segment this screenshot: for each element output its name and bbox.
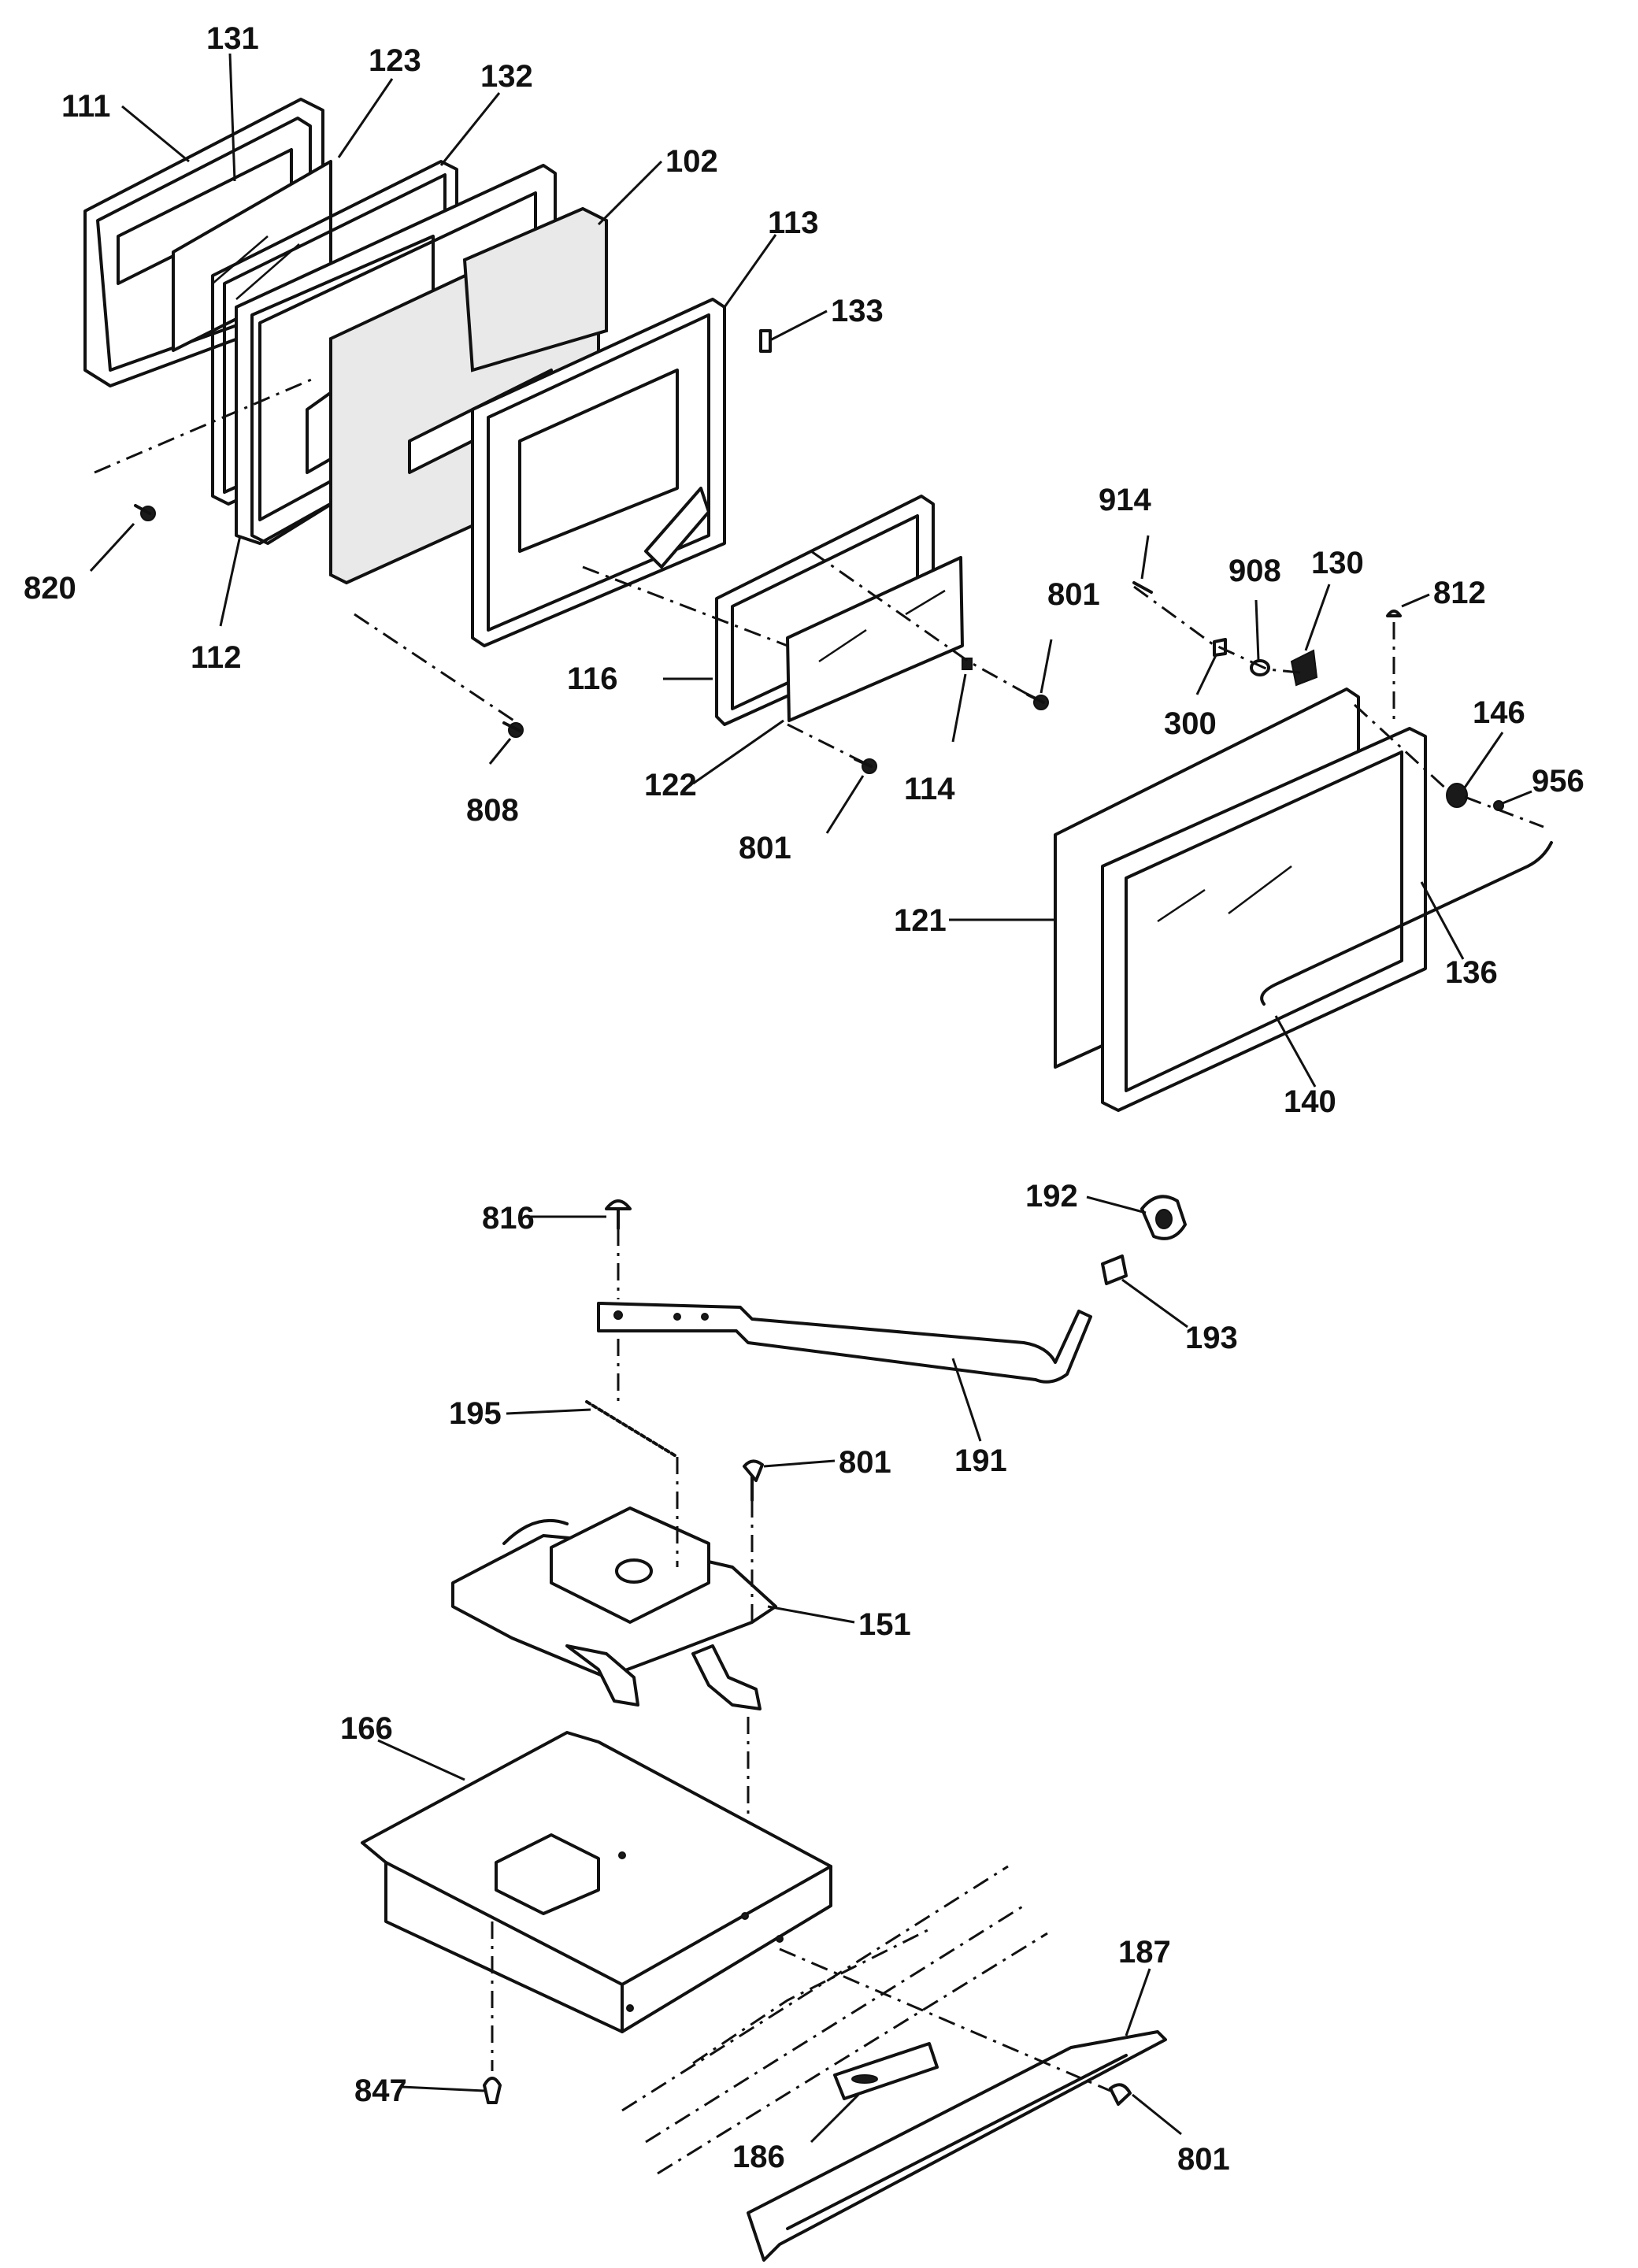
leader-lines xyxy=(89,53,1532,2144)
spring-195 xyxy=(585,1400,679,1458)
callout-122: 122 xyxy=(644,768,697,802)
callout-195: 195 xyxy=(449,1396,502,1431)
callout-186: 186 xyxy=(732,2140,785,2174)
callout-908: 908 xyxy=(1228,554,1281,588)
door-clip-133 xyxy=(759,329,772,353)
clip-193 xyxy=(1101,1254,1128,1285)
assembly-line-808 xyxy=(354,613,521,726)
assembly-line-window xyxy=(582,550,1040,765)
callout-123: 123 xyxy=(369,43,421,78)
screw-820 xyxy=(134,504,156,521)
callout-111: 111 xyxy=(61,89,110,124)
callout-130: 130 xyxy=(1311,546,1364,580)
cabinet-outline xyxy=(621,1865,1048,2175)
callout-812: 812 xyxy=(1433,576,1486,610)
callout-114: 114 xyxy=(904,772,955,806)
callout-113: 113 xyxy=(768,206,819,240)
screw-914 xyxy=(1132,581,1153,594)
callout-132: 132 xyxy=(480,59,533,94)
inner-door-113 xyxy=(471,298,726,647)
handle-136 xyxy=(1260,841,1553,1006)
callout-956: 956 xyxy=(1532,764,1584,799)
callout-labels: 111 131 123 132 102 113 133 820 112 808 … xyxy=(24,21,1584,2177)
callout-801: 801 xyxy=(1047,577,1100,612)
callout-847: 847 xyxy=(354,2073,407,2108)
callout-136: 136 xyxy=(1445,955,1498,990)
callout-192: 192 xyxy=(1025,1179,1078,1214)
knob-192 xyxy=(1140,1195,1187,1240)
callout-808: 808 xyxy=(466,793,519,828)
bracket-130 xyxy=(1290,649,1318,687)
callout-914: 914 xyxy=(1099,483,1151,517)
callout-166: 166 xyxy=(340,1711,393,1746)
endcap-146 xyxy=(1446,783,1468,808)
callout-300: 300 xyxy=(1164,706,1217,741)
clip-114 xyxy=(962,658,973,670)
assembly-line-trim xyxy=(491,1922,1111,2092)
callout-133: 133 xyxy=(831,294,884,328)
callout-816: 816 xyxy=(482,1201,535,1236)
assembly-line-lock xyxy=(617,1228,754,1866)
callout-191: 191 xyxy=(954,1443,1007,1478)
callout-193: 193 xyxy=(1185,1321,1238,1355)
screw-812 xyxy=(1386,610,1402,617)
callout-801: 801 xyxy=(1177,2142,1230,2177)
assembly-line-820 xyxy=(94,376,316,474)
callout-112: 112 xyxy=(191,640,242,675)
screw-847 xyxy=(483,2077,502,2104)
bracket-186 xyxy=(833,2042,939,2100)
screw-801-lock xyxy=(743,1459,764,1502)
lock-housing-166 xyxy=(361,1731,832,2033)
trim-strip-187 xyxy=(747,2030,1167,2262)
screw-801-trim xyxy=(1109,2083,1132,2106)
callout-820: 820 xyxy=(24,571,76,606)
window-glass-122 xyxy=(786,556,964,722)
door-trim-frame-140 xyxy=(1101,727,1427,1112)
callout-146: 146 xyxy=(1473,695,1525,730)
callout-140: 140 xyxy=(1284,1084,1336,1119)
screw-816 xyxy=(605,1199,632,1230)
callout-801: 801 xyxy=(739,831,791,865)
latch-assembly-151 xyxy=(451,1506,777,1710)
callout-131: 131 xyxy=(206,21,259,56)
callout-187: 187 xyxy=(1118,1935,1171,1970)
assembly-line-handle xyxy=(1133,585,1544,828)
callout-151: 151 xyxy=(858,1607,911,1642)
callout-121: 121 xyxy=(894,903,947,938)
callout-102: 102 xyxy=(665,144,718,179)
callout-801: 801 xyxy=(839,1445,891,1480)
callout-116: 116 xyxy=(567,662,618,696)
screw-801-window-right xyxy=(1026,693,1049,710)
screw-808 xyxy=(502,721,524,738)
lock-lever-191 xyxy=(597,1302,1092,1384)
